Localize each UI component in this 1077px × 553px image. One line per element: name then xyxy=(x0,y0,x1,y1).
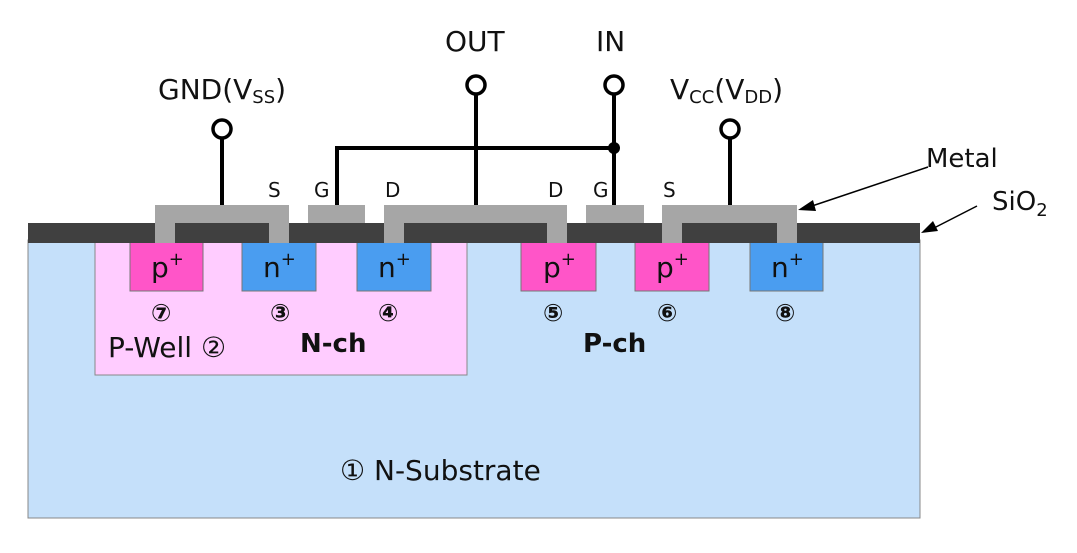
vcc-label: VCC(VDD) xyxy=(670,73,783,108)
gnd-label: GND(VSS) xyxy=(158,73,286,108)
p-drain-label: D xyxy=(548,178,563,202)
sio2-callout-arrowhead xyxy=(921,221,938,233)
n-ch-label: N-ch xyxy=(300,329,366,359)
sio2-layer xyxy=(28,223,920,243)
metal-layer xyxy=(155,205,797,243)
region-4-label: n+ xyxy=(378,249,411,284)
gate-tie-wire xyxy=(335,146,614,205)
n-drain-label: D xyxy=(385,178,400,202)
region-8-n-plus xyxy=(749,239,824,292)
region-4-number: ④ xyxy=(378,299,398,327)
p-well-label: P-Well ② xyxy=(108,331,226,364)
region-3-n-plus xyxy=(241,239,317,292)
region-5-number: ⑤ xyxy=(543,299,563,327)
gnd-terminal xyxy=(211,118,233,140)
region-6-label: p+ xyxy=(656,249,689,284)
region-7-label: p+ xyxy=(151,249,184,284)
p-ch-label: P-ch xyxy=(583,329,646,359)
sio2-callout-line xyxy=(933,205,978,229)
in-junction-dot xyxy=(608,142,620,154)
p-gate-label: G xyxy=(593,178,609,202)
region-8-label: n+ xyxy=(771,249,804,284)
out-terminal xyxy=(465,74,487,96)
region-6-number: ⑥ xyxy=(657,299,677,327)
metal-callout-label: Metal xyxy=(926,144,998,174)
region-3-number: ③ xyxy=(270,299,290,327)
n-source-label: S xyxy=(268,178,281,202)
vcc-terminal xyxy=(719,118,741,140)
region-6-p-plus xyxy=(634,239,710,292)
region-3-label: n+ xyxy=(263,249,296,284)
wires xyxy=(220,94,732,205)
in-label: IN xyxy=(596,25,625,58)
region-4-n-plus xyxy=(356,239,432,292)
metal-callout-arrowhead xyxy=(798,200,816,211)
region-7-number: ⑦ xyxy=(151,299,171,327)
out-label: OUT xyxy=(445,25,506,58)
n-gate-label: G xyxy=(314,178,330,202)
sio2-callout-label: SiO2 xyxy=(992,187,1048,221)
region-5-label: p+ xyxy=(543,249,576,284)
in-terminal xyxy=(603,74,625,96)
metal-callout-line xyxy=(811,166,929,207)
n-substrate-label: ① N-Substrate xyxy=(340,454,541,487)
region-5-p-plus xyxy=(520,239,597,292)
p-source-label: S xyxy=(663,178,676,202)
region-8-number: ⑧ xyxy=(775,299,795,327)
